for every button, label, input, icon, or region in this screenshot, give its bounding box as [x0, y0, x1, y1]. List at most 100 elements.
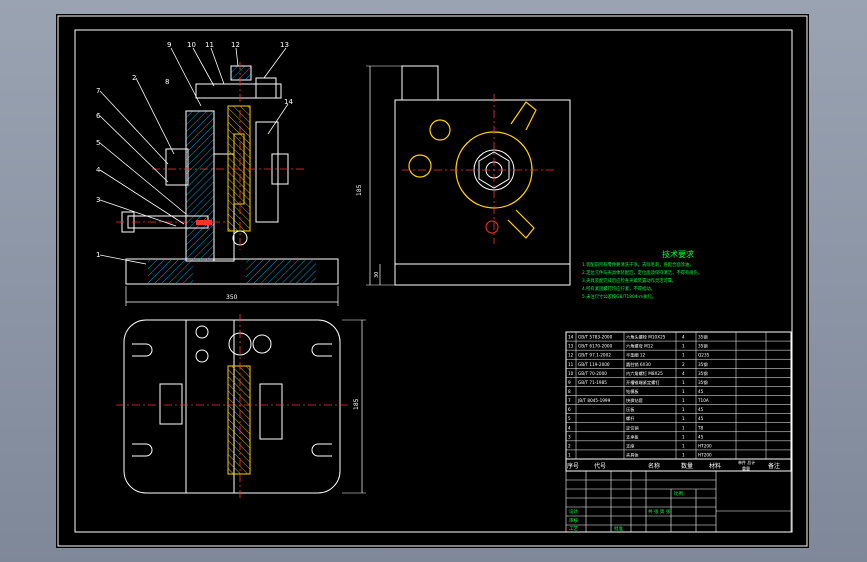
bom-cell-qty: 1 — [682, 380, 685, 385]
base-plate — [125, 258, 339, 285]
bom-cell-name: 螺杆 — [626, 415, 635, 422]
bom-cell-code: JB/T 8045-1999 — [577, 398, 611, 403]
plan-slot-bl — [132, 443, 153, 457]
technical-requirements: 技术要求 1.装配前所有零件要清洗干净，去除毛刺，各配合面涂油。 2.定位元件与… — [582, 249, 702, 300]
bom-cell-qty: 1 — [682, 434, 685, 439]
bom-header-no: 序号 — [567, 462, 579, 470]
bom-cell-no: 4 — [568, 425, 571, 430]
side-view: 185 30 — [356, 65, 571, 286]
plan-clamp — [259, 383, 283, 440]
bom-cell-name: 内六角螺钉 M8X25 — [626, 370, 663, 377]
balloon-14: 14 — [284, 98, 293, 106]
bom-cell-qty: 4 — [682, 335, 685, 340]
drawing-canvas[interactable]: 1 3 4 5 6 7 2 8 9 10 11 12 13 14 — [56, 14, 809, 548]
bom-cell-no: 7 — [568, 398, 571, 403]
side-body — [394, 99, 571, 286]
plan-slot-tl — [132, 343, 153, 357]
bom-header-name: 名称 — [648, 462, 660, 470]
plan-column — [185, 319, 235, 494]
bom-cell-name: 钻模板 — [626, 388, 639, 395]
bom-cell-no: 1 — [568, 453, 571, 458]
plan-slot-br — [311, 443, 332, 457]
dim-side-base: 30 — [374, 272, 380, 278]
tb-approve: 批准 — [614, 525, 623, 532]
bom-cell-code: GB/T 97.1-2002 — [578, 353, 611, 358]
bom-header-code: 代号 — [594, 462, 606, 470]
bom-cell-name: 六角螺母 M12 — [626, 343, 653, 350]
plan-slot-tr — [311, 343, 332, 357]
bom-cell-name: 六角头螺栓 M10X25 — [626, 334, 666, 341]
column — [185, 110, 215, 262]
outer-border — [57, 15, 808, 547]
bom-cell-material: 45 — [698, 416, 704, 421]
bom-header-material: 材料 — [709, 462, 721, 470]
bom-cell-qty: 1 — [682, 416, 685, 421]
bom-cell-code: GB/T 5783-2000 — [578, 335, 613, 340]
bom-cell-code: GB/T 119-2000 — [578, 362, 610, 367]
bom-cell-qty: 1 — [682, 425, 685, 430]
balloon-4: 4 — [96, 166, 101, 174]
bom-cell-no: 6 — [568, 407, 571, 412]
locating-hole — [485, 220, 499, 234]
tech-line-4: 4.所有紧固螺钉均应拧紧，不得松动。 — [582, 285, 655, 292]
bom-cell-name: 开槽锥端紧定螺钉 — [626, 379, 660, 386]
bom-cell-material: 35钢 — [698, 343, 708, 350]
tb-process: 工艺 — [569, 526, 578, 532]
balloon-11: 11 — [205, 41, 214, 49]
bom-header-qty: 数量 — [681, 462, 693, 470]
dim-side-height: 185 — [356, 184, 363, 196]
upper-left-ear — [429, 119, 451, 141]
bom-cell-name: 支承板 — [626, 433, 639, 440]
bom-cell-no: 11 — [568, 362, 574, 367]
bom-cell-no: 5 — [568, 416, 571, 421]
top-nut — [255, 77, 277, 99]
balloon-10: 10 — [187, 41, 196, 49]
bom-header-remark: 备注 — [768, 462, 780, 470]
left-lever — [408, 154, 432, 178]
bom-cell-no: 10 — [568, 371, 574, 376]
bom-cell-qty: 4 — [682, 371, 685, 376]
dim-plan-height: 185 — [353, 398, 360, 410]
tb-sheet: 共 张 第 张 — [648, 508, 671, 515]
bom-cell-material: 35钢 — [698, 370, 708, 377]
side-top-block — [401, 65, 439, 101]
plan-knob — [252, 334, 272, 354]
balloon-2: 2 — [132, 74, 136, 82]
plan-view: 185 — [116, 314, 366, 498]
top-knob — [230, 65, 252, 81]
balloon-12: 12 — [231, 41, 240, 49]
bom-cell-material: 45 — [698, 434, 704, 439]
tb-design: 设计 — [569, 508, 578, 515]
bom-cell-code: GB/T 70-2000 — [578, 371, 607, 376]
dim-base-width: 350 — [226, 294, 238, 301]
bom-cell-no: 14 — [568, 335, 574, 340]
bom-cell-name: 压板 — [626, 406, 635, 413]
balloon-6: 6 — [96, 112, 101, 120]
balloon-1: 1 — [96, 251, 100, 259]
bom-cell-no: 13 — [568, 344, 574, 349]
plan-yellow-plate — [227, 365, 251, 475]
indexing-plate — [227, 105, 251, 232]
assembly-drawing: 1 3 4 5 6 7 2 8 9 10 11 12 13 14 — [57, 15, 808, 547]
left-nut — [165, 148, 189, 186]
bom-header-mass: 重量 — [742, 465, 750, 471]
bom-cell-material: T8 — [697, 425, 704, 430]
bom-cell-material: 35钢 — [698, 379, 708, 386]
bom-cell-name: 支座 — [626, 442, 634, 449]
balloon-9: 9 — [167, 41, 171, 49]
bom-cell-name: 快换钻套 — [626, 397, 644, 404]
bom-cell-no: 12 — [568, 353, 574, 358]
tech-line-1: 1.装配前所有零件要清洗干净，去除毛刺，各配合面涂油。 — [582, 261, 694, 268]
bom-cell-material: 35钢 — [698, 361, 708, 368]
bom-cell-material: T10A — [697, 398, 709, 403]
tb-check: 审核 — [569, 517, 578, 524]
tb-scale: 比例 — [674, 490, 683, 497]
plan-hole-2 — [195, 349, 209, 363]
tech-line-3: 3.夹具装配完成后应检查夹紧装置动作灵活可靠。 — [582, 277, 676, 284]
balloon-7: 7 — [96, 87, 100, 95]
bom-cell-qty: 1 — [682, 389, 685, 394]
bom-cell-no: 3 — [568, 434, 571, 439]
bom-cell-material: Q235 — [698, 353, 710, 358]
